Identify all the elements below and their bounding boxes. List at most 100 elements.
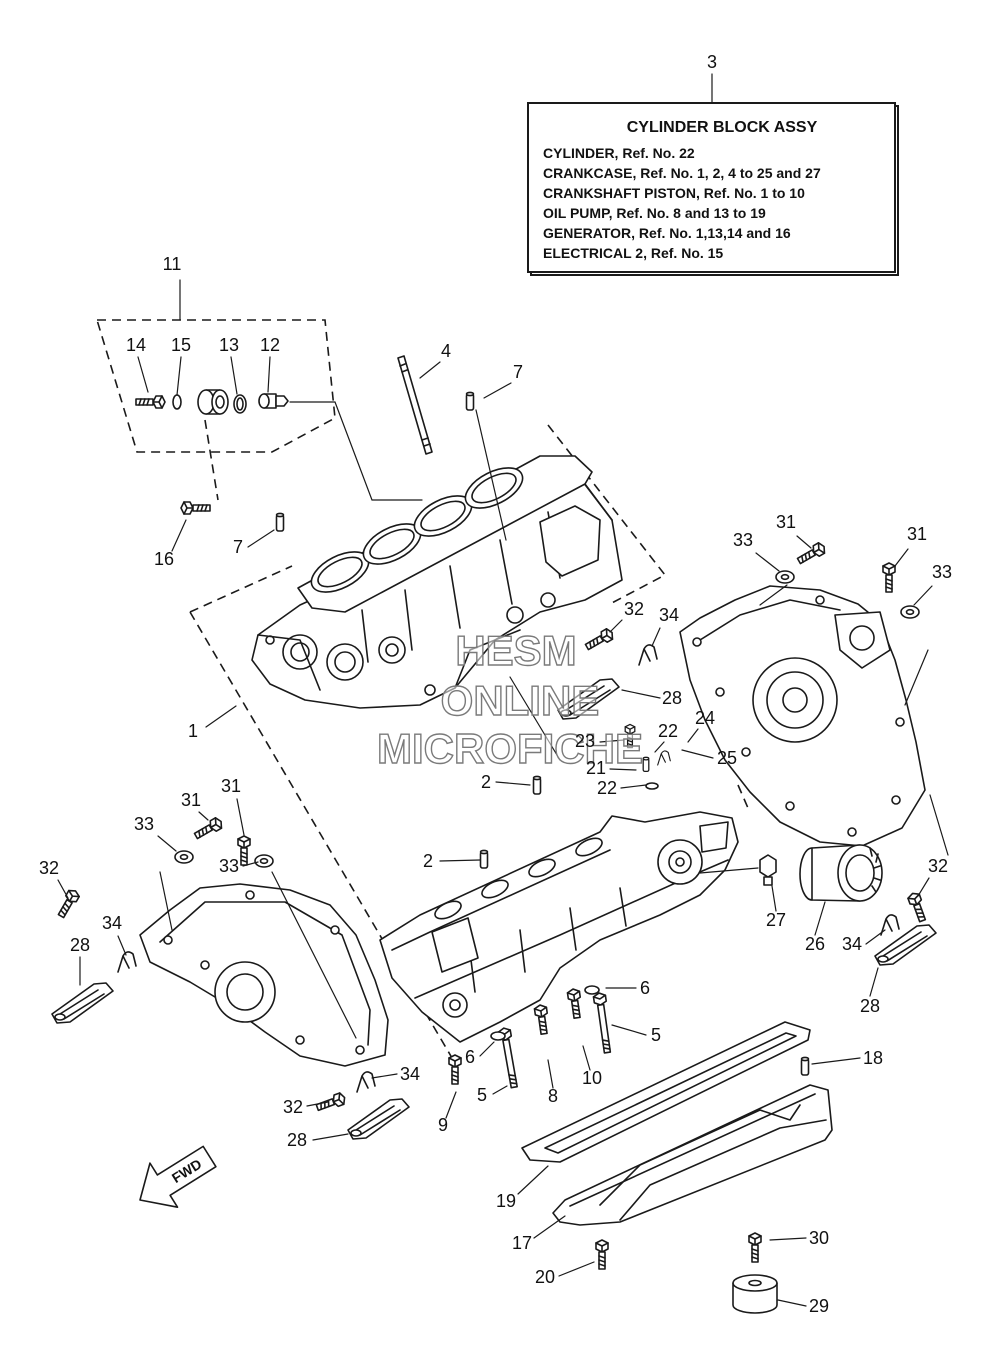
- callout-4: 4: [441, 341, 451, 361]
- callout-20: 20: [535, 1267, 555, 1287]
- group-11-boundary: [95, 319, 336, 453]
- info-line-cylinder: CYLINDER, Ref. No. 22: [543, 145, 695, 161]
- callout-32: 32: [624, 599, 644, 619]
- callout-11: 11: [163, 254, 182, 274]
- watermark-line-1: HESM: [455, 627, 576, 674]
- watermark-line-3: MICROFICHE: [377, 725, 643, 772]
- generator-cover: [679, 585, 926, 847]
- crankcase-lower: [379, 811, 739, 1043]
- bolt-31-right-b: [882, 562, 896, 593]
- bolt-16: [180, 501, 211, 515]
- dowel-pin-7-lower: [275, 512, 285, 532]
- o-ring-13: [233, 394, 247, 414]
- forward-arrow-shape: [139, 1145, 217, 1209]
- dowel-pin-18: [800, 1056, 810, 1076]
- washer-33-right-b: [900, 605, 920, 619]
- callout-15: 15: [171, 335, 191, 355]
- info-line-generator: GENERATOR, Ref. No. 1,13,14 and 16: [543, 225, 791, 241]
- clip-34-bottom: [356, 1071, 376, 1093]
- callout-33: 33: [733, 530, 753, 550]
- callout-2: 2: [481, 772, 491, 792]
- callout-labels: 11 14 15 13 12 4 7 1 6 7 31 33 31 33 32 3…: [39, 254, 952, 1316]
- bolt-5-right: [592, 991, 615, 1055]
- callout-7: 7: [233, 537, 243, 557]
- callout-9: 9: [438, 1115, 448, 1135]
- callout-33: 33: [932, 562, 952, 582]
- callout-19: 19: [496, 1191, 516, 1211]
- oil-seal-13: [197, 389, 229, 415]
- callout-6: 6: [640, 978, 650, 998]
- bolt-31-left-b: [237, 835, 251, 866]
- ring-6-right: [584, 985, 600, 995]
- callout-2: 2: [423, 851, 433, 871]
- callout-5: 5: [477, 1085, 487, 1105]
- info-box-title: CYLINDER BLOCK ASSY: [627, 119, 818, 136]
- small-parts-11: [135, 389, 289, 415]
- left-crankcase-cover: [139, 883, 389, 1067]
- o-ring-22: [645, 782, 659, 790]
- drain-plug-29: [732, 1274, 778, 1314]
- oil-pan-gasket: [521, 1021, 811, 1163]
- part-24-25: [657, 750, 671, 766]
- clip-34-right: [880, 914, 900, 936]
- info-line-crankshaft-piston: CRANKSHAFT PISTON, Ref. No. 1 to 10: [543, 185, 805, 201]
- leader-lines: [57, 279, 933, 1307]
- callout-6: 6: [465, 1047, 475, 1067]
- callout-28: 28: [662, 688, 682, 708]
- callout-24: 24: [695, 708, 715, 728]
- dowel-pin-2: [532, 775, 542, 795]
- callout-34: 34: [842, 934, 862, 954]
- dowel-pin-7: [465, 391, 475, 411]
- bolt-8: [533, 1003, 551, 1036]
- bolt-20: [595, 1239, 609, 1270]
- callout-28: 28: [860, 996, 880, 1016]
- callout-21: 21: [586, 758, 606, 778]
- connection-dashed: [204, 419, 219, 501]
- dowel-pin-2-lower: [479, 849, 489, 869]
- info-line-electrical: ELECTRICAL 2, Ref. No. 15: [543, 245, 723, 261]
- callout-32: 32: [39, 858, 59, 878]
- callout-18: 18: [863, 1048, 883, 1068]
- callout-31: 31: [181, 790, 201, 810]
- callout-28: 28: [287, 1130, 307, 1150]
- callout-31: 31: [907, 524, 927, 544]
- part-21: [642, 756, 650, 773]
- callout-28: 28: [70, 935, 90, 955]
- bolt-32-left: [55, 887, 82, 920]
- callout-1: 1: [188, 721, 198, 741]
- callout-33: 33: [134, 814, 154, 834]
- stud-4: [397, 355, 433, 455]
- callout-17: 17: [512, 1233, 532, 1253]
- callout-7: 7: [513, 362, 523, 382]
- info-box-frame: [527, 102, 896, 273]
- callout-34: 34: [659, 605, 679, 625]
- callout-34: 34: [102, 913, 122, 933]
- callout-13: 13: [219, 335, 239, 355]
- callout-5: 5: [651, 1025, 661, 1045]
- oil-fitting: [759, 854, 777, 886]
- connection-lines: [159, 401, 949, 1039]
- info-line-oil-pump: OIL PUMP, Ref. No. 8 and 13 to 19: [543, 205, 766, 221]
- callout-14: 14: [126, 335, 146, 355]
- cover-28-bottom: [347, 1098, 410, 1140]
- callout-31: 31: [221, 776, 241, 796]
- callout-34: 34: [400, 1064, 420, 1084]
- callout-22: 22: [658, 721, 678, 741]
- info-box: 3 CYLINDER BLOCK ASSY CYLINDER, Ref. No.…: [527, 52, 899, 276]
- ring-6-left: [490, 1031, 506, 1041]
- callout-32: 32: [283, 1097, 303, 1117]
- clip-34-left: [117, 951, 137, 973]
- washer-33-left-b: [254, 854, 274, 868]
- callout-29: 29: [809, 1296, 829, 1316]
- drain-bolt-30: [748, 1232, 762, 1263]
- oil-pan: [552, 1084, 833, 1226]
- callout-10: 10: [582, 1068, 602, 1088]
- callout-26: 26: [805, 934, 825, 954]
- callout-8: 8: [548, 1086, 558, 1106]
- callout-32: 32: [928, 856, 948, 876]
- callout-31: 31: [776, 512, 796, 532]
- cylinder-block: [251, 455, 623, 709]
- watermark: HESM ONLINE MICROFICHE: [376, 626, 643, 772]
- callout-12: 12: [260, 335, 280, 355]
